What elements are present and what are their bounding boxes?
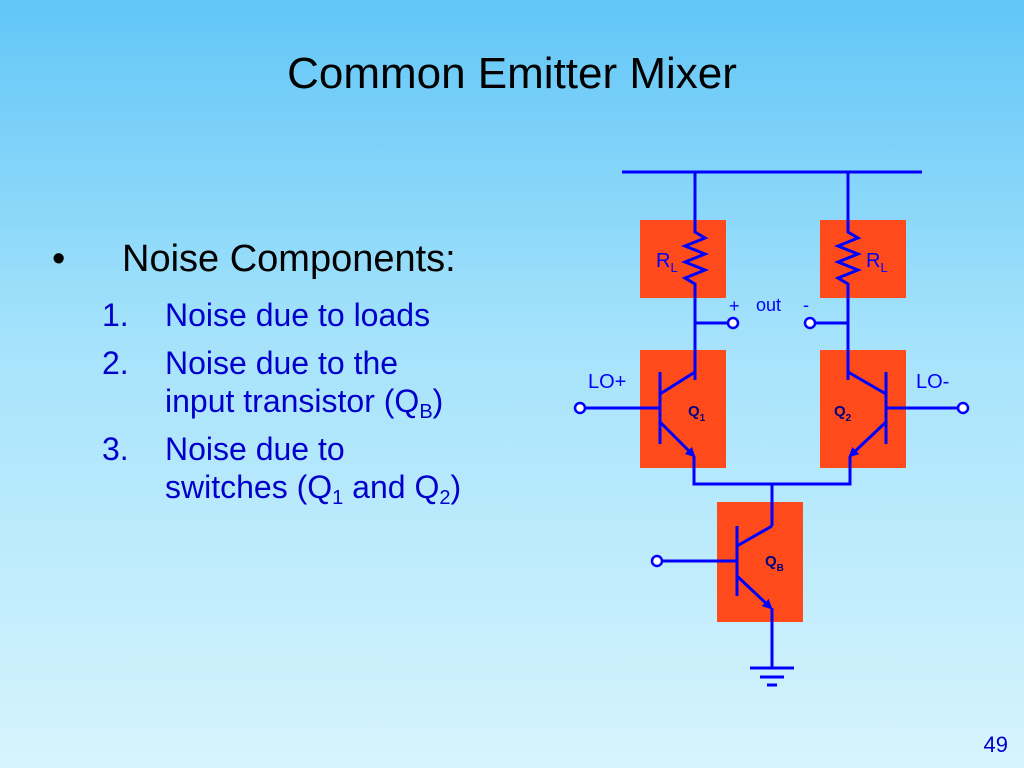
lo-minus-terminal-icon xyxy=(956,401,970,415)
noise-list: 1. Noise due to loads 2. Noise due to th… xyxy=(102,296,562,516)
list-text-part: ) xyxy=(450,469,462,505)
list-item-3: 3. Noise due to switches (Q1 and Q2) xyxy=(102,430,562,508)
load-left-label: RL xyxy=(656,250,678,275)
qb-emitter xyxy=(735,574,773,610)
page-number: 49 xyxy=(983,732,1008,757)
q1-emitter xyxy=(658,420,696,458)
list-item-1: 1. Noise due to loads xyxy=(102,296,562,334)
list-text-part: input transistor (Q xyxy=(165,383,420,419)
out-label: out xyxy=(756,295,781,315)
list-item-2: 2. Noise due to the input transistor (QB… xyxy=(102,344,562,422)
list-text-part: and Q xyxy=(343,469,440,505)
slide-title: Common Emitter Mixer xyxy=(287,49,737,98)
bullet-symbol: • xyxy=(52,238,66,280)
subscript: 2 xyxy=(439,487,451,509)
q1-label: Q1 xyxy=(688,403,706,424)
list-number: 1. xyxy=(102,297,129,333)
lo-plus-label: LO+ xyxy=(588,371,626,393)
subscript: 1 xyxy=(332,487,344,509)
resistor-left-zigzag xyxy=(680,228,710,380)
list-text: Noise due to xyxy=(165,431,345,467)
q2-label: Q2 xyxy=(834,403,852,424)
list-text-part: switches (Q xyxy=(165,469,333,505)
q1-collector xyxy=(659,370,696,396)
list-number: 2. xyxy=(102,345,129,381)
out-minus-terminal-icon xyxy=(803,316,817,330)
lo-minus-label: LO- xyxy=(916,371,949,393)
out-plus-terminal-icon xyxy=(726,316,740,330)
qb-label: QB xyxy=(765,553,784,574)
qb-collector xyxy=(736,524,773,548)
load-right-label: RL xyxy=(866,250,888,275)
load-resistor-left-box xyxy=(640,220,726,298)
list-text-part: ) xyxy=(432,383,444,419)
load-resistor-right-box xyxy=(820,220,906,298)
list-text-line2: input transistor (QB) xyxy=(165,383,444,422)
out-plus-label: + xyxy=(729,296,740,316)
lo-plus-terminal-icon xyxy=(573,401,587,415)
list-text: Noise due to loads xyxy=(165,297,431,333)
q2-collector xyxy=(847,370,887,396)
list-number: 3. xyxy=(102,431,129,467)
subscript: B xyxy=(419,401,433,423)
q2-emitter xyxy=(848,420,888,458)
bullet-text: Noise Components: xyxy=(122,238,456,280)
resistor-right-zigzag xyxy=(833,228,863,380)
out-minus-label: - xyxy=(803,295,809,315)
list-text: Noise due to the xyxy=(165,345,399,381)
list-text-line2: switches (Q1 and Q2) xyxy=(165,469,462,508)
qb-input-terminal-icon xyxy=(650,554,664,568)
